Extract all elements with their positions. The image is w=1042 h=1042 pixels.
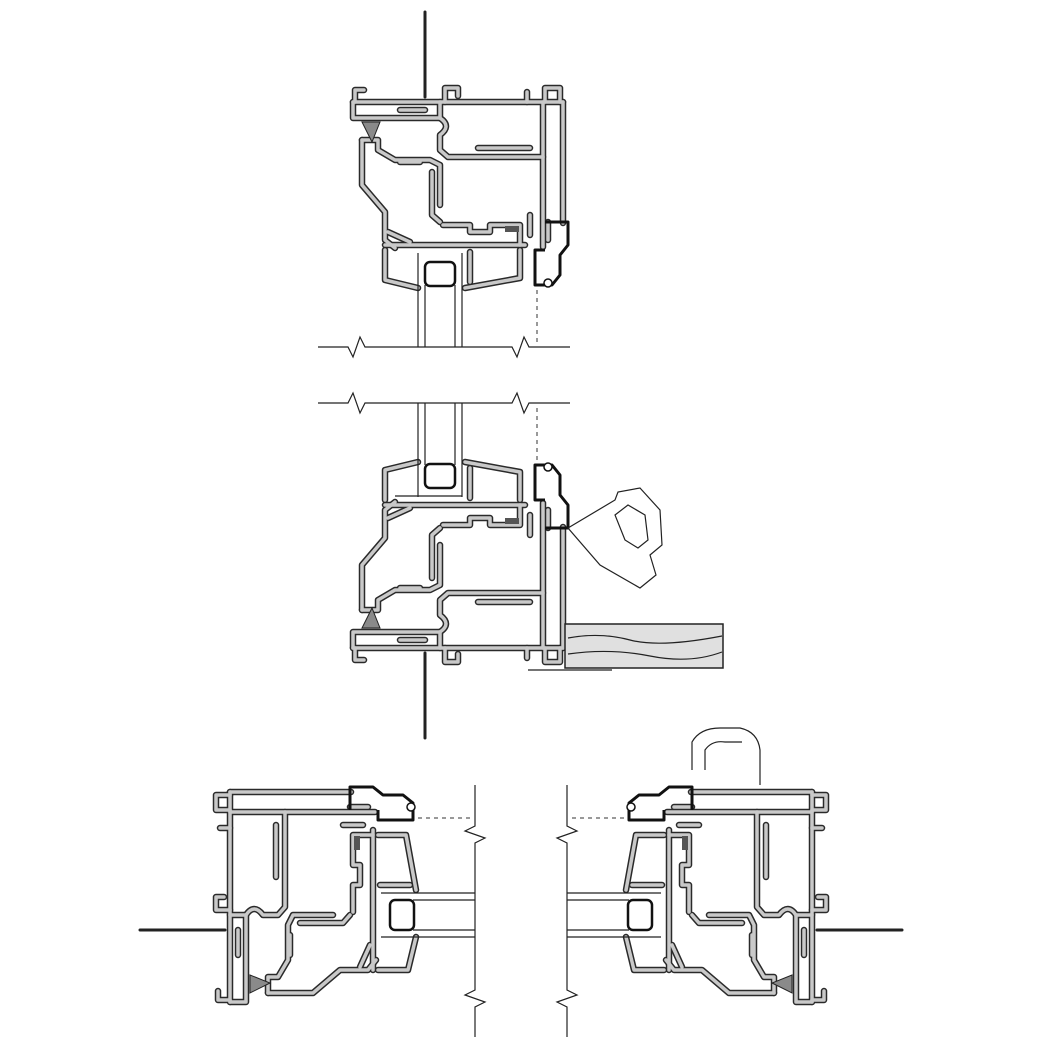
jamb-extras [691, 727, 761, 785]
jamb-handle-outline [691, 727, 761, 785]
sill-section [316, 391, 572, 740]
handle-outline [567, 487, 663, 589]
head-section [316, 10, 572, 359]
sill-extras [395, 487, 724, 671]
left-jamb-section [138, 783, 487, 1039]
right-jamb-section [555, 783, 904, 1039]
sill-board [564, 623, 724, 669]
